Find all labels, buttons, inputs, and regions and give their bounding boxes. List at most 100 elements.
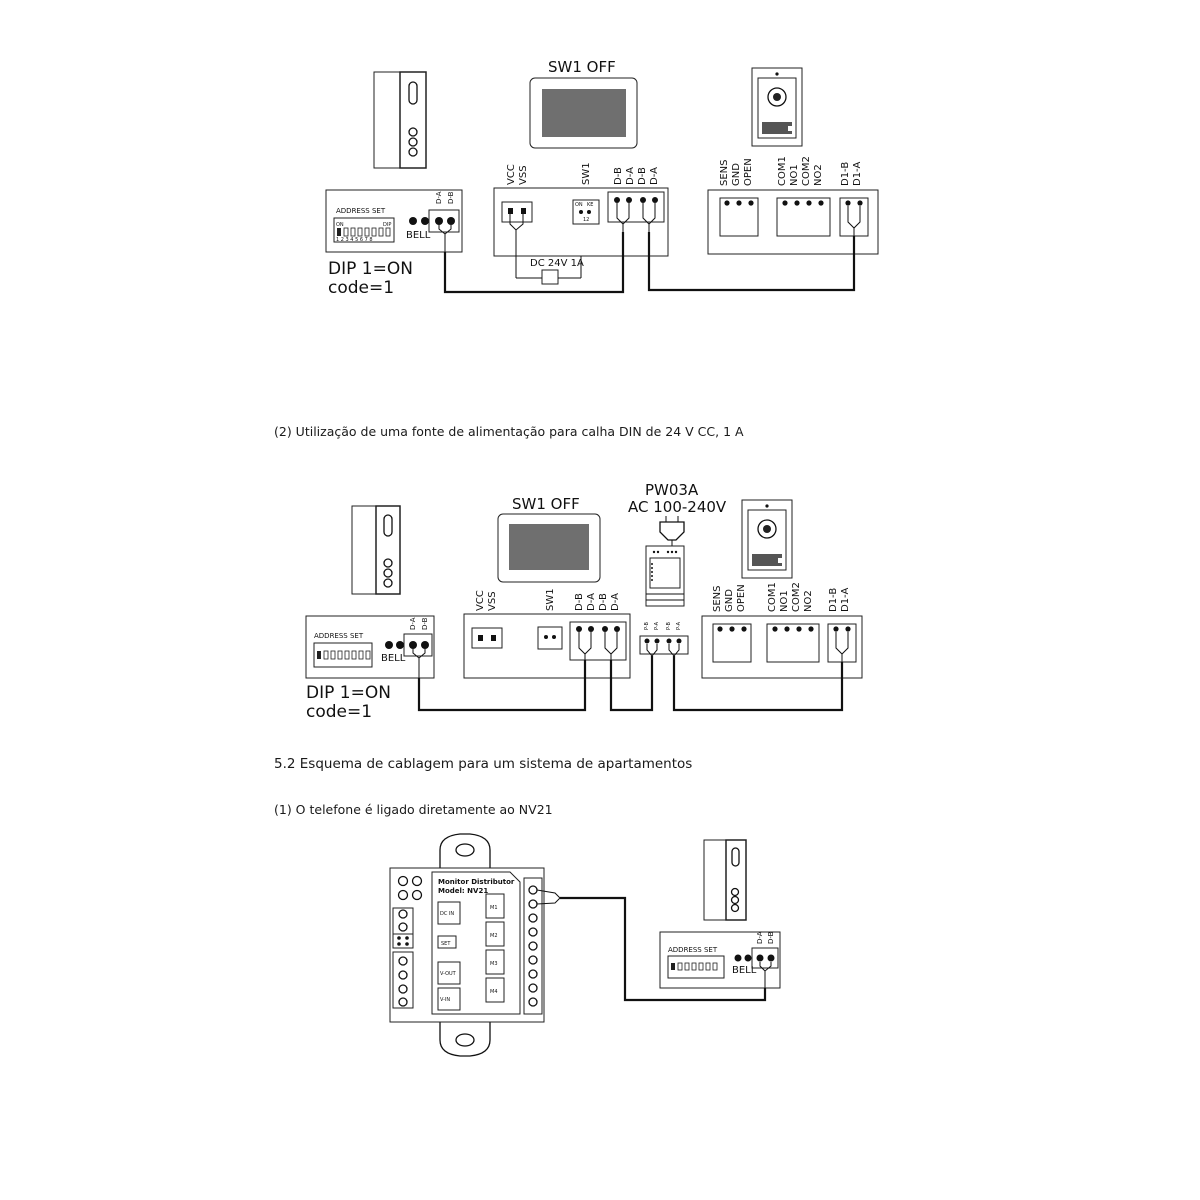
bus-pin-1: D-B: [613, 167, 624, 185]
door-pin-com2: COM2: [791, 582, 802, 612]
handset-phone-icon: [703, 839, 747, 921]
bus-wire-phone-monitor: [443, 232, 625, 294]
phone-pin-da: D-A: [409, 617, 417, 630]
phone-pin-db: D-B: [421, 617, 429, 630]
bell-label: BELL: [381, 653, 406, 664]
terminal-set: SET: [441, 941, 451, 947]
indoor-monitor-icon: SW1 OFF: [529, 58, 638, 149]
vcc-label: VCC: [475, 590, 486, 611]
code-label: code=1: [328, 278, 394, 298]
bus-pin-4: D-A: [610, 593, 621, 611]
psu-pin-2: P-A: [654, 621, 660, 630]
monitor-terminal-block: VCC VSS SW1 D-B D-A D-B D-A: [463, 588, 631, 679]
terminal-m3: M3: [490, 961, 498, 967]
door-station-icon: [741, 499, 793, 579]
bus-wire-nv21-phone: [560, 896, 767, 1002]
dc-supply-label: DC 24V 1A: [530, 258, 584, 269]
terminal-dc-in: DC IN: [440, 911, 454, 917]
monitor-sw-label: SW1 OFF: [512, 495, 580, 513]
address-set-label: ADDRESS SET: [336, 207, 386, 215]
bus-wire-phone-monitor: [417, 660, 587, 712]
dip-numbers: 1 2 3 4 5 6 7 8: [336, 237, 373, 243]
vcc-label: VCC: [506, 164, 517, 185]
diagram-3: Monitor Distributor Model: NV21 DC IN SE…: [389, 833, 781, 1057]
door-pin-d1b: D1-B: [840, 162, 851, 186]
bus-pin-3: D-B: [598, 593, 609, 611]
dip-dip-label: DIP: [383, 222, 391, 228]
dip-setting-label: DIP 1=ON: [328, 259, 413, 279]
door-pin-no2: NO2: [813, 164, 824, 186]
door-pin-gnd: GND: [731, 163, 742, 186]
door-pin-d1a: D1-A: [852, 162, 863, 186]
vss-label: VSS: [518, 165, 529, 185]
monitor-terminal-block: VCC VSS SW1 D-B D-A D-B D-A ON KE 12: [493, 162, 669, 257]
door-pin-sens: SENS: [719, 160, 730, 187]
handset-phone-icon: [351, 505, 401, 595]
phone-pin-da: D-A: [435, 191, 443, 204]
bell-label: BELL: [732, 965, 757, 976]
vss-label: VSS: [487, 591, 498, 611]
dc-supply: DC 24V 1A: [515, 240, 584, 285]
phone-terminal-block: ADDRESS SET ON DIP 1 2 3 4 5 6 7 8 BELL …: [325, 189, 463, 253]
bus-pin-2: D-A: [586, 593, 597, 611]
door-pin-d1b: D1-B: [828, 588, 839, 612]
section-title: 5.2 Esquema de cablagem para um sistema …: [274, 756, 692, 772]
diagram-1: ADDRESS SET ON DIP 1 2 3 4 5 6 7 8 BELL …: [325, 58, 879, 298]
dip-switch-bank: [317, 650, 371, 660]
code-label: code=1: [306, 702, 372, 722]
caption-din-supply: (2) Utilização de uma fonte de alimentaç…: [274, 424, 744, 439]
dip-switch-bank: [671, 962, 718, 971]
address-set-label: ADDRESS SET: [314, 632, 364, 640]
psu-pin-4: P-A: [676, 621, 682, 630]
sw1-label: SW1: [545, 588, 556, 611]
handset-phone-icon: [373, 71, 427, 169]
door-pin-d1a: D1-A: [840, 588, 851, 612]
bus-pin-4: D-A: [649, 167, 660, 185]
terminal-m2: M2: [490, 933, 498, 939]
door-terminal-block: SENS GND OPEN COM1 NO1 COM2 NO2 D1-B D1-…: [701, 582, 863, 679]
bus-pin-3: D-B: [637, 167, 648, 185]
psu-model-label: PW03A: [645, 481, 699, 499]
mains-plug-icon: [659, 521, 685, 541]
diagram-2: ADDRESS SET BELL D-A D-B DIP 1: [305, 481, 863, 722]
address-set-label: ADDRESS SET: [668, 946, 718, 954]
distributor-model: Model: NV21: [438, 887, 488, 895]
dip-setting-label: DIP 1=ON: [306, 683, 391, 703]
sw-nums: 12: [583, 217, 589, 223]
terminal-v-out: V-OUT: [440, 971, 457, 977]
monitor-sw-label: SW1 OFF: [548, 58, 616, 76]
phone-pin-db: D-B: [447, 191, 455, 204]
dip-switch-bank: [337, 227, 391, 237]
sw1-label: SW1: [581, 162, 592, 185]
bus-wire-psu-door: [672, 656, 844, 712]
door-pin-no2: NO2: [803, 590, 814, 612]
monitor-distributor-nv21: Monitor Distributor Model: NV21 DC IN SE…: [389, 833, 561, 1057]
door-terminal-block: SENS GND OPEN COM1 NO1 COM2 NO2 D1-B D1-…: [707, 156, 879, 255]
door-pin-no1: NO1: [779, 590, 790, 612]
bell-label: BELL: [406, 230, 431, 241]
door-pin-open: OPEN: [736, 584, 747, 612]
phone-terminal-block: ADDRESS SET BELL D-A D-B: [659, 931, 781, 989]
psu-pin-3: P-B: [666, 621, 672, 630]
door-pin-sens: SENS: [712, 586, 723, 613]
phone-pin-da: D-A: [756, 931, 764, 944]
door-pin-com1: COM1: [777, 156, 788, 186]
phone-terminal-block: ADDRESS SET BELL D-A D-B: [305, 615, 435, 679]
sw-ke-label: KE: [587, 202, 593, 208]
bus-pin-2: D-A: [625, 167, 636, 185]
phone-pin-db: D-B: [767, 931, 775, 944]
bus-wire-monitor-psu: [609, 656, 654, 712]
caption-nv21: (1) O telefone é ligado diretamente ao N…: [274, 802, 553, 817]
bus-wire-monitor-door: [647, 232, 856, 292]
door-station-icon: [751, 67, 803, 147]
door-pin-open: OPEN: [743, 158, 754, 186]
dip-on-label: ON: [336, 222, 344, 228]
terminal-v-in: V-IN: [440, 997, 450, 1003]
terminal-m1: M1: [490, 905, 498, 911]
din-power-supply: PW03A AC 100-240V P-B P-A P-B P-A: [628, 481, 727, 657]
indoor-monitor-icon: SW1 OFF: [497, 495, 601, 583]
sw-on-label: ON: [575, 202, 583, 208]
door-pin-com1: COM1: [767, 582, 778, 612]
distributor-title: Monitor Distributor: [438, 878, 515, 886]
